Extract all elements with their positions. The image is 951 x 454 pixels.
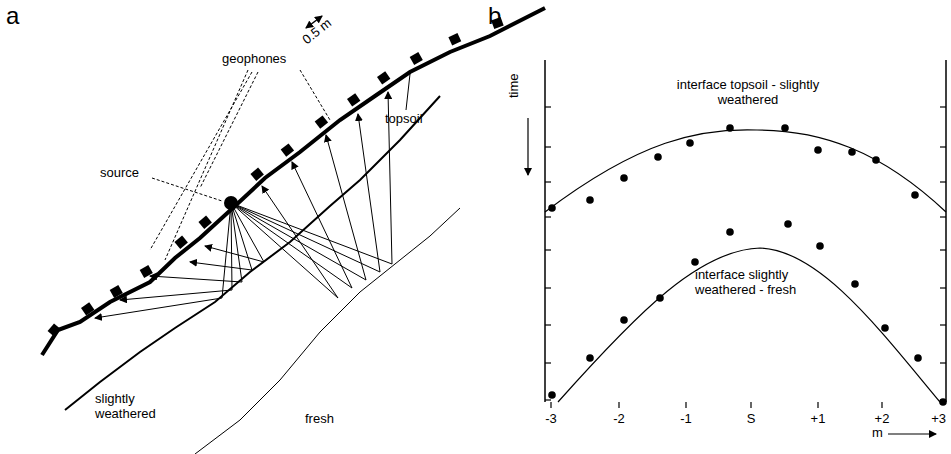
topsoil-leader: [406, 74, 410, 110]
geophone: [250, 168, 263, 181]
m-arrow: [888, 433, 936, 434]
tick: [545, 181, 551, 182]
geophone: [110, 285, 123, 298]
fit-curve: [545, 130, 946, 212]
data-point: [686, 139, 694, 147]
data-point: [914, 354, 922, 362]
tick: [940, 181, 946, 182]
axis-title: time: [507, 73, 522, 98]
geophone: [448, 33, 461, 45]
data-point: [939, 398, 947, 406]
tick: [940, 362, 946, 363]
dimension: 0.5 m: [300, 16, 335, 48]
geophone: [410, 52, 423, 65]
fit-curve: [558, 248, 940, 402]
panel-letter: a: [6, 2, 36, 30]
layer-label: fresh: [305, 412, 355, 427]
curve-label: interface topsoil - slightly weathered: [668, 78, 828, 108]
tick-label: +3: [918, 412, 946, 427]
data-point: [911, 191, 919, 199]
data-point: [851, 280, 859, 288]
tick: [545, 249, 551, 250]
tick: [940, 106, 946, 107]
tick-label: -1: [670, 412, 702, 427]
geophone-symbols: [48, 17, 504, 337]
tick: [940, 324, 946, 325]
data-point: [872, 156, 880, 164]
data-point: [726, 124, 734, 132]
geophone: [281, 143, 294, 156]
tick-label: +1: [802, 412, 834, 427]
data-point: [548, 391, 556, 399]
data-point: [586, 196, 594, 204]
tick-label: -2: [603, 412, 635, 427]
geophone: [48, 323, 61, 336]
curve-label: interface slightly weathered - fresh: [695, 268, 835, 298]
geophone: [174, 236, 187, 249]
tick: [545, 324, 551, 325]
geophone: [377, 71, 390, 84]
data-point: [620, 174, 628, 182]
part-label: geophones: [222, 52, 312, 67]
data-points: [548, 124, 947, 406]
tick: [545, 146, 551, 147]
tick: [618, 402, 619, 408]
data-point: [848, 148, 856, 156]
data-point: [548, 204, 556, 212]
data-point: [620, 316, 628, 324]
geophone: [315, 115, 328, 128]
plot-axes: [545, 60, 946, 402]
tick: [545, 287, 551, 288]
tick-label: -3: [535, 412, 567, 427]
tick: [750, 402, 751, 408]
axis-title: m: [872, 426, 888, 441]
interface-line: [65, 96, 440, 410]
tick: [545, 216, 551, 217]
tick-label: S: [735, 412, 767, 427]
geophone: [347, 93, 360, 106]
leader-lines: [150, 70, 330, 260]
data-point: [881, 324, 889, 332]
geophone: [198, 216, 211, 229]
tick: [881, 402, 882, 408]
ground-surface: [42, 8, 545, 355]
tick: [940, 287, 946, 288]
data-point: [726, 228, 734, 236]
ray-paths: [95, 92, 392, 318]
tick: [940, 249, 946, 250]
tick: [550, 402, 551, 408]
layer-label: topsoil: [385, 112, 455, 127]
data-point: [781, 124, 789, 132]
layer-label: slightly weathered: [95, 392, 185, 422]
data-point: [816, 242, 824, 250]
interface-line: [195, 208, 460, 454]
panel-letter: b: [488, 2, 518, 30]
data-point: [691, 258, 699, 266]
tick: [940, 146, 946, 147]
data-point: [784, 220, 792, 228]
time-arrow: [527, 118, 528, 175]
tick-label: +2: [866, 412, 898, 427]
tick: [817, 402, 818, 408]
part-label: source: [100, 166, 160, 181]
tick: [545, 362, 551, 363]
axis-ticks: [545, 107, 946, 408]
data-point: [654, 153, 662, 161]
data-point: [586, 354, 594, 362]
tick: [685, 402, 686, 408]
data-point: [814, 146, 822, 154]
data-point: [656, 294, 664, 302]
geophone: [81, 302, 94, 315]
tick: [940, 216, 946, 217]
tick: [545, 106, 551, 107]
tick: [545, 399, 551, 400]
